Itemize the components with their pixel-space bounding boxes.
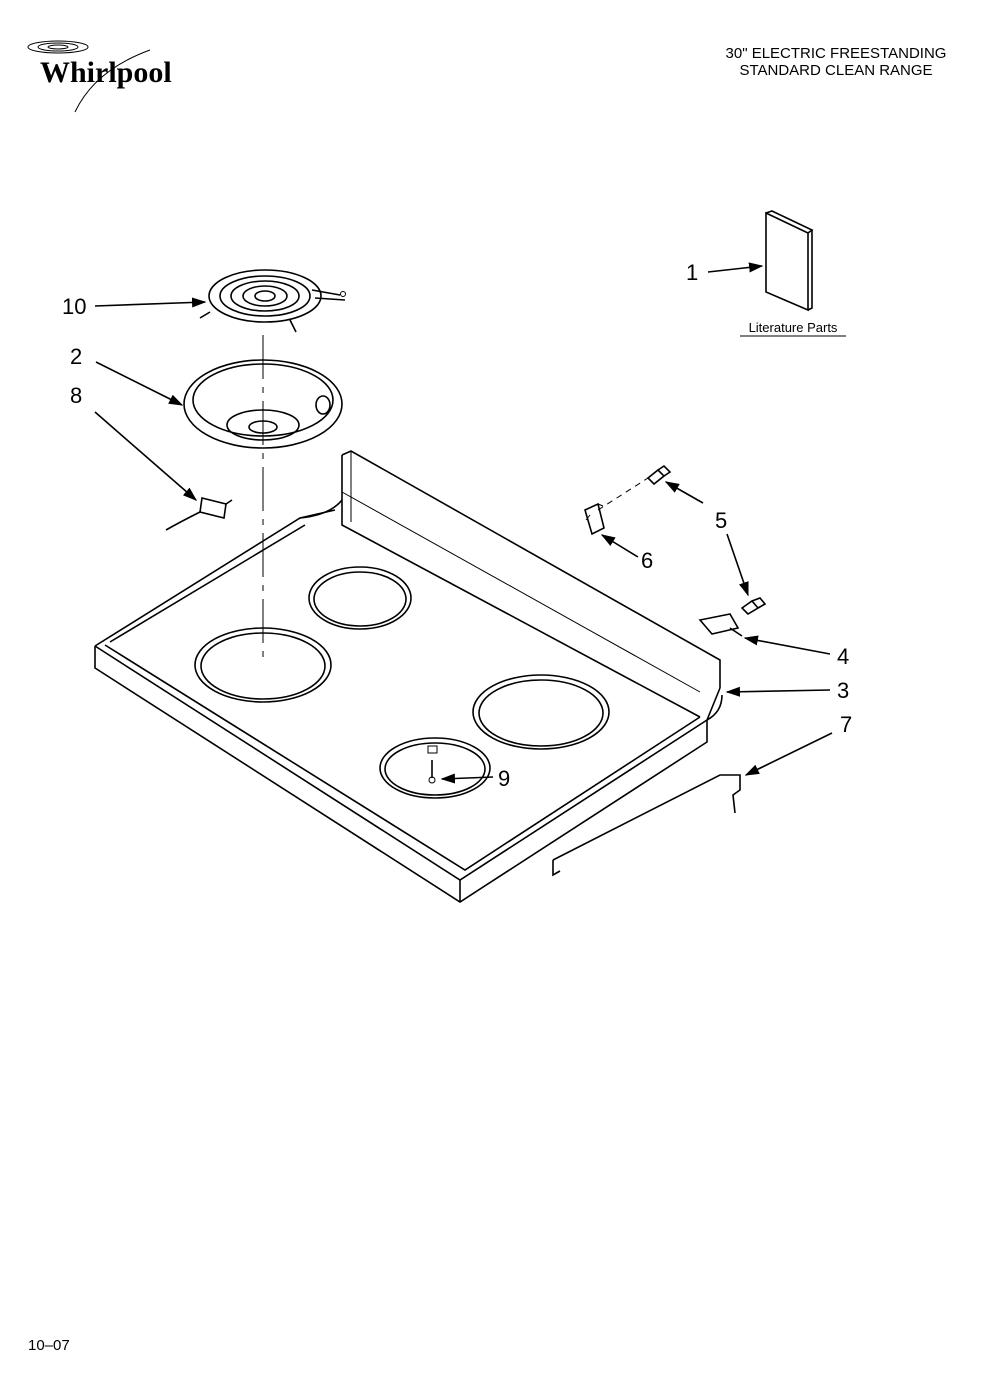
opening-right-rear <box>472 674 610 750</box>
opening-right-front <box>379 737 491 799</box>
surface-element <box>199 269 346 333</box>
callout-10: 10 <box>62 294 86 319</box>
side-trim <box>552 774 741 877</box>
callout-1: 1 <box>686 260 698 285</box>
callout-5: 5 <box>715 508 727 533</box>
hinge-bracket <box>584 502 605 536</box>
lower-screw <box>740 597 767 616</box>
opening-left-front <box>194 627 332 703</box>
literature-booklet <box>765 210 814 312</box>
callout-4: 4 <box>837 644 849 669</box>
callout-7: 7 <box>840 712 852 737</box>
brand-name: Whirlpool <box>40 56 172 89</box>
lower-bracket <box>698 613 743 637</box>
upper-screw <box>646 464 672 486</box>
terminal-block <box>165 497 233 531</box>
header-line-2: STANDARD CLEAN RANGE <box>739 62 932 79</box>
callout-9: 9 <box>498 766 510 791</box>
callout-8: 8 <box>70 383 82 408</box>
leader-lines <box>94 262 833 784</box>
cooktop <box>94 450 723 903</box>
literature-caption: Literature Parts <box>749 320 838 335</box>
whirlpool-logo: Whirlpool <box>27 40 172 113</box>
header-line-1: 30" ELECTRIC FREESTANDING <box>726 45 947 62</box>
callout-3: 3 <box>837 678 849 703</box>
callout-2: 2 <box>70 344 82 369</box>
logo-swirl-icon <box>27 40 89 54</box>
opening-left-rear <box>308 566 412 630</box>
footer-code: 10–07 <box>28 1337 70 1354</box>
callout-6: 6 <box>641 548 653 573</box>
